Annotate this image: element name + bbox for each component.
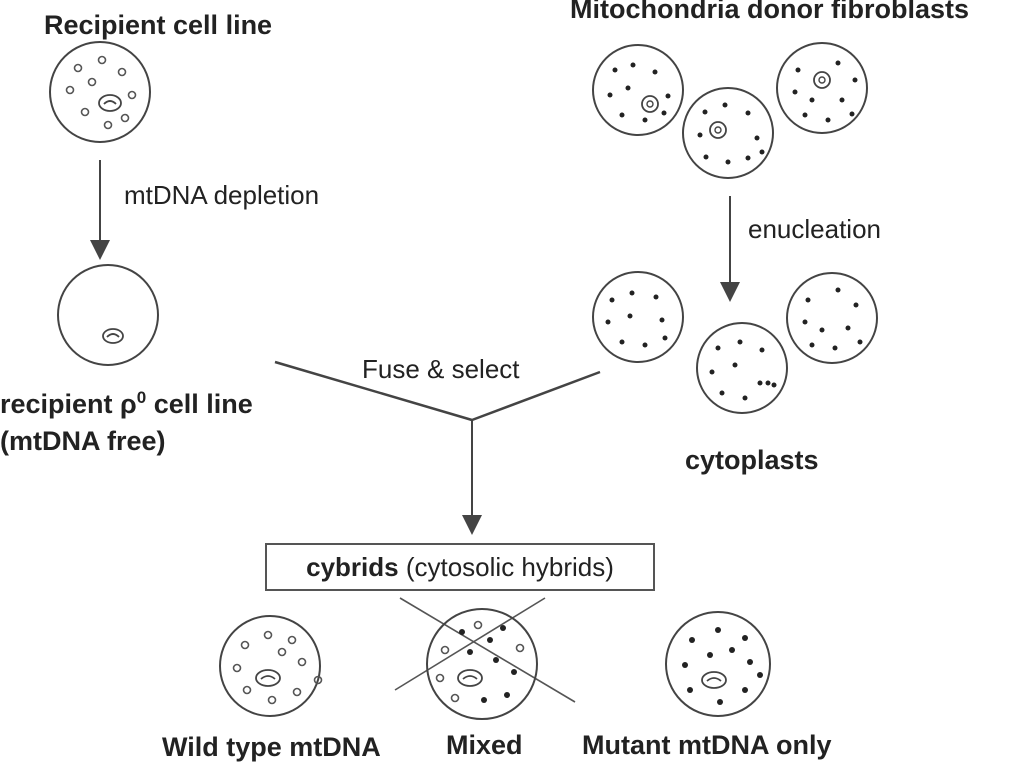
label-mtdna-free: (mtDNA free) [0,426,166,456]
selection-cross-lines [394,597,576,703]
label-enucleation: enucleation [748,214,881,244]
cytoplast-3 [786,272,878,364]
label-fuse-select: Fuse & select [362,354,520,384]
label-mito-donor: Mitochondria donor fibroblasts [570,0,969,24]
rho-symbol: ρ [120,389,137,419]
label-recipient-cell-line: Recipient cell line [44,10,273,40]
label-wild-type: Wild type mtDNA [162,732,381,762]
rho0-cell [57,264,159,366]
cybrids-bold-text: cybrids [306,551,399,582]
cybrids-rest-text: (cytosolic hybrids) [398,551,614,582]
label-mtdna-depletion: mtDNA depletion [124,180,320,210]
label-cytoplasts: cytoplasts [685,445,819,475]
cybrids-box: cybrids (cytosolic hybrids) [265,543,655,591]
mutant-cybrid [665,611,771,717]
fusion-lines [274,360,601,422]
donor-fibroblast-3 [776,42,868,134]
label-rho0-cell-line: recipient ρ0 cell line [0,388,253,420]
recipient-cell [49,41,151,143]
wild-type-cybrid [219,615,323,717]
label-mixed: Mixed [446,730,523,760]
donor-fibroblast-2 [682,87,774,179]
rho-superscript: 0 [136,388,147,407]
label-mutant-only: Mutant mtDNA only [582,730,832,760]
cytoplast-1 [592,271,684,363]
rho-suffix: cell line [146,389,253,419]
donor-fibroblast-1 [592,44,684,136]
recipient-nucleus [98,94,122,112]
mixed-cybrid [426,608,538,720]
rho-prefix: recipient [0,389,121,419]
cytoplast-2 [696,322,788,414]
